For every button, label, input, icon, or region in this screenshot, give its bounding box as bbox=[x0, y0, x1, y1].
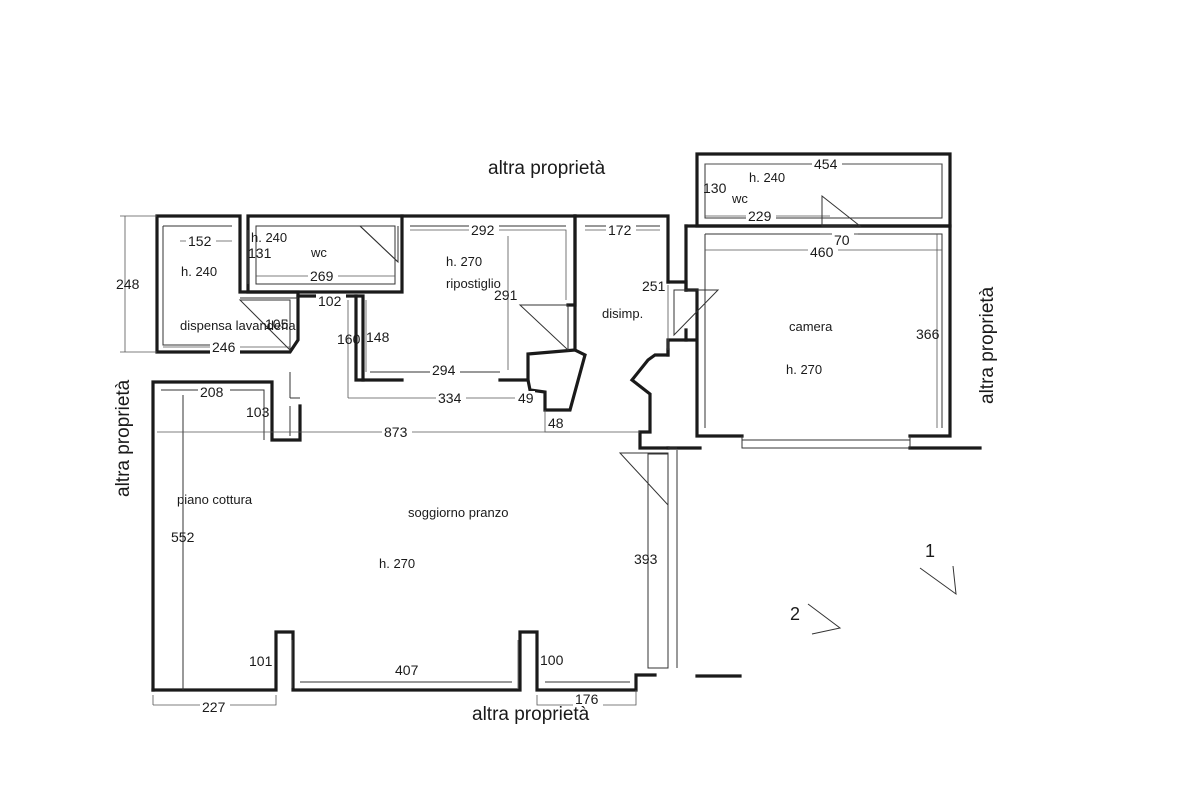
labels: altra proprietà altra proprietà altra pr… bbox=[113, 156, 998, 725]
disimpegno-dim-depth: 251 bbox=[642, 278, 666, 294]
wc-top-name: wc bbox=[731, 191, 748, 206]
dispensa-name: dispensa lavanderia bbox=[180, 318, 296, 333]
soggiorno-kitchen: piano cottura bbox=[177, 492, 253, 507]
camera-dim-top: 460 bbox=[810, 244, 834, 260]
soggiorno-dim-bottom-right: 176 bbox=[575, 691, 599, 707]
dispensa-dim-door: 105 bbox=[265, 316, 289, 332]
soggiorno-dim-notch-right: 100 bbox=[540, 652, 564, 668]
wc-small-name: wc bbox=[310, 245, 327, 260]
view-markers: 1 2 bbox=[790, 541, 957, 635]
wc-small-dim-depth: 131 bbox=[248, 245, 272, 261]
soggiorno-height: h. 270 bbox=[379, 556, 415, 571]
dim-48: 48 bbox=[548, 415, 564, 431]
camera-dim-depth: 366 bbox=[916, 326, 940, 342]
wc-small-dim-width: 269 bbox=[310, 268, 334, 284]
view-marker-1: 1 bbox=[925, 541, 935, 561]
soggiorno-dim-length: 873 bbox=[384, 424, 408, 440]
disimpegno-name: disimp. bbox=[602, 306, 643, 321]
soggiorno-dim-depth-left: 552 bbox=[171, 529, 195, 545]
boundary-right-label: altra proprietà bbox=[977, 286, 998, 404]
disimpegno-dim-top: 172 bbox=[608, 222, 632, 238]
dispensa-dim-bottom: 246 bbox=[212, 339, 236, 355]
soggiorno-dim-bottom-left: 227 bbox=[202, 699, 226, 715]
soggiorno-dim-notch-top: 103 bbox=[246, 404, 270, 420]
wc-top-dim-door: 70 bbox=[834, 232, 850, 248]
ripostiglio-height: h. 270 bbox=[446, 254, 482, 269]
boundary-left-label: altra proprietà bbox=[113, 379, 134, 497]
ripostiglio-dim-left: 148 bbox=[366, 329, 390, 345]
camera-name: camera bbox=[789, 319, 833, 334]
wc-small-height: h. 240 bbox=[251, 230, 287, 245]
ripostiglio-dim-top: 292 bbox=[471, 222, 495, 238]
ripostiglio-dim-depth: 291 bbox=[494, 287, 518, 303]
soggiorno-name: soggiorno pranzo bbox=[408, 505, 508, 520]
soggiorno-dim-depth-right: 393 bbox=[634, 551, 658, 567]
boundary-bottom-label: altra proprietà bbox=[472, 704, 590, 725]
dim-102: 102 bbox=[318, 293, 342, 309]
dim-334: 334 bbox=[438, 390, 462, 406]
wc-top-dim-top: 454 bbox=[814, 156, 838, 172]
door-swings bbox=[238, 194, 862, 507]
soggiorno-dim-top-left: 208 bbox=[200, 384, 224, 400]
soggiorno-dim-notch-left: 101 bbox=[249, 653, 273, 669]
dispensa-dim-width: 152 bbox=[188, 233, 212, 249]
ripostiglio-name: ripostiglio bbox=[446, 276, 501, 291]
boundary-top-label: altra proprietà bbox=[488, 158, 606, 179]
wc-top-height: h. 240 bbox=[749, 170, 785, 185]
wc-top-dim-depth: 130 bbox=[703, 180, 727, 196]
dim-49: 49 bbox=[518, 390, 534, 406]
soggiorno-dim-bottom-mid: 407 bbox=[395, 662, 419, 678]
ripostiglio-dim-bottom: 294 bbox=[432, 362, 456, 378]
wc-top-dim-mid: 229 bbox=[748, 208, 772, 224]
dim-160: 160 bbox=[337, 331, 361, 347]
dispensa-height: h. 240 bbox=[181, 264, 217, 279]
dispensa-dim-depth: 248 bbox=[116, 276, 140, 292]
camera-height: h. 270 bbox=[786, 362, 822, 377]
view-marker-2: 2 bbox=[790, 604, 800, 624]
